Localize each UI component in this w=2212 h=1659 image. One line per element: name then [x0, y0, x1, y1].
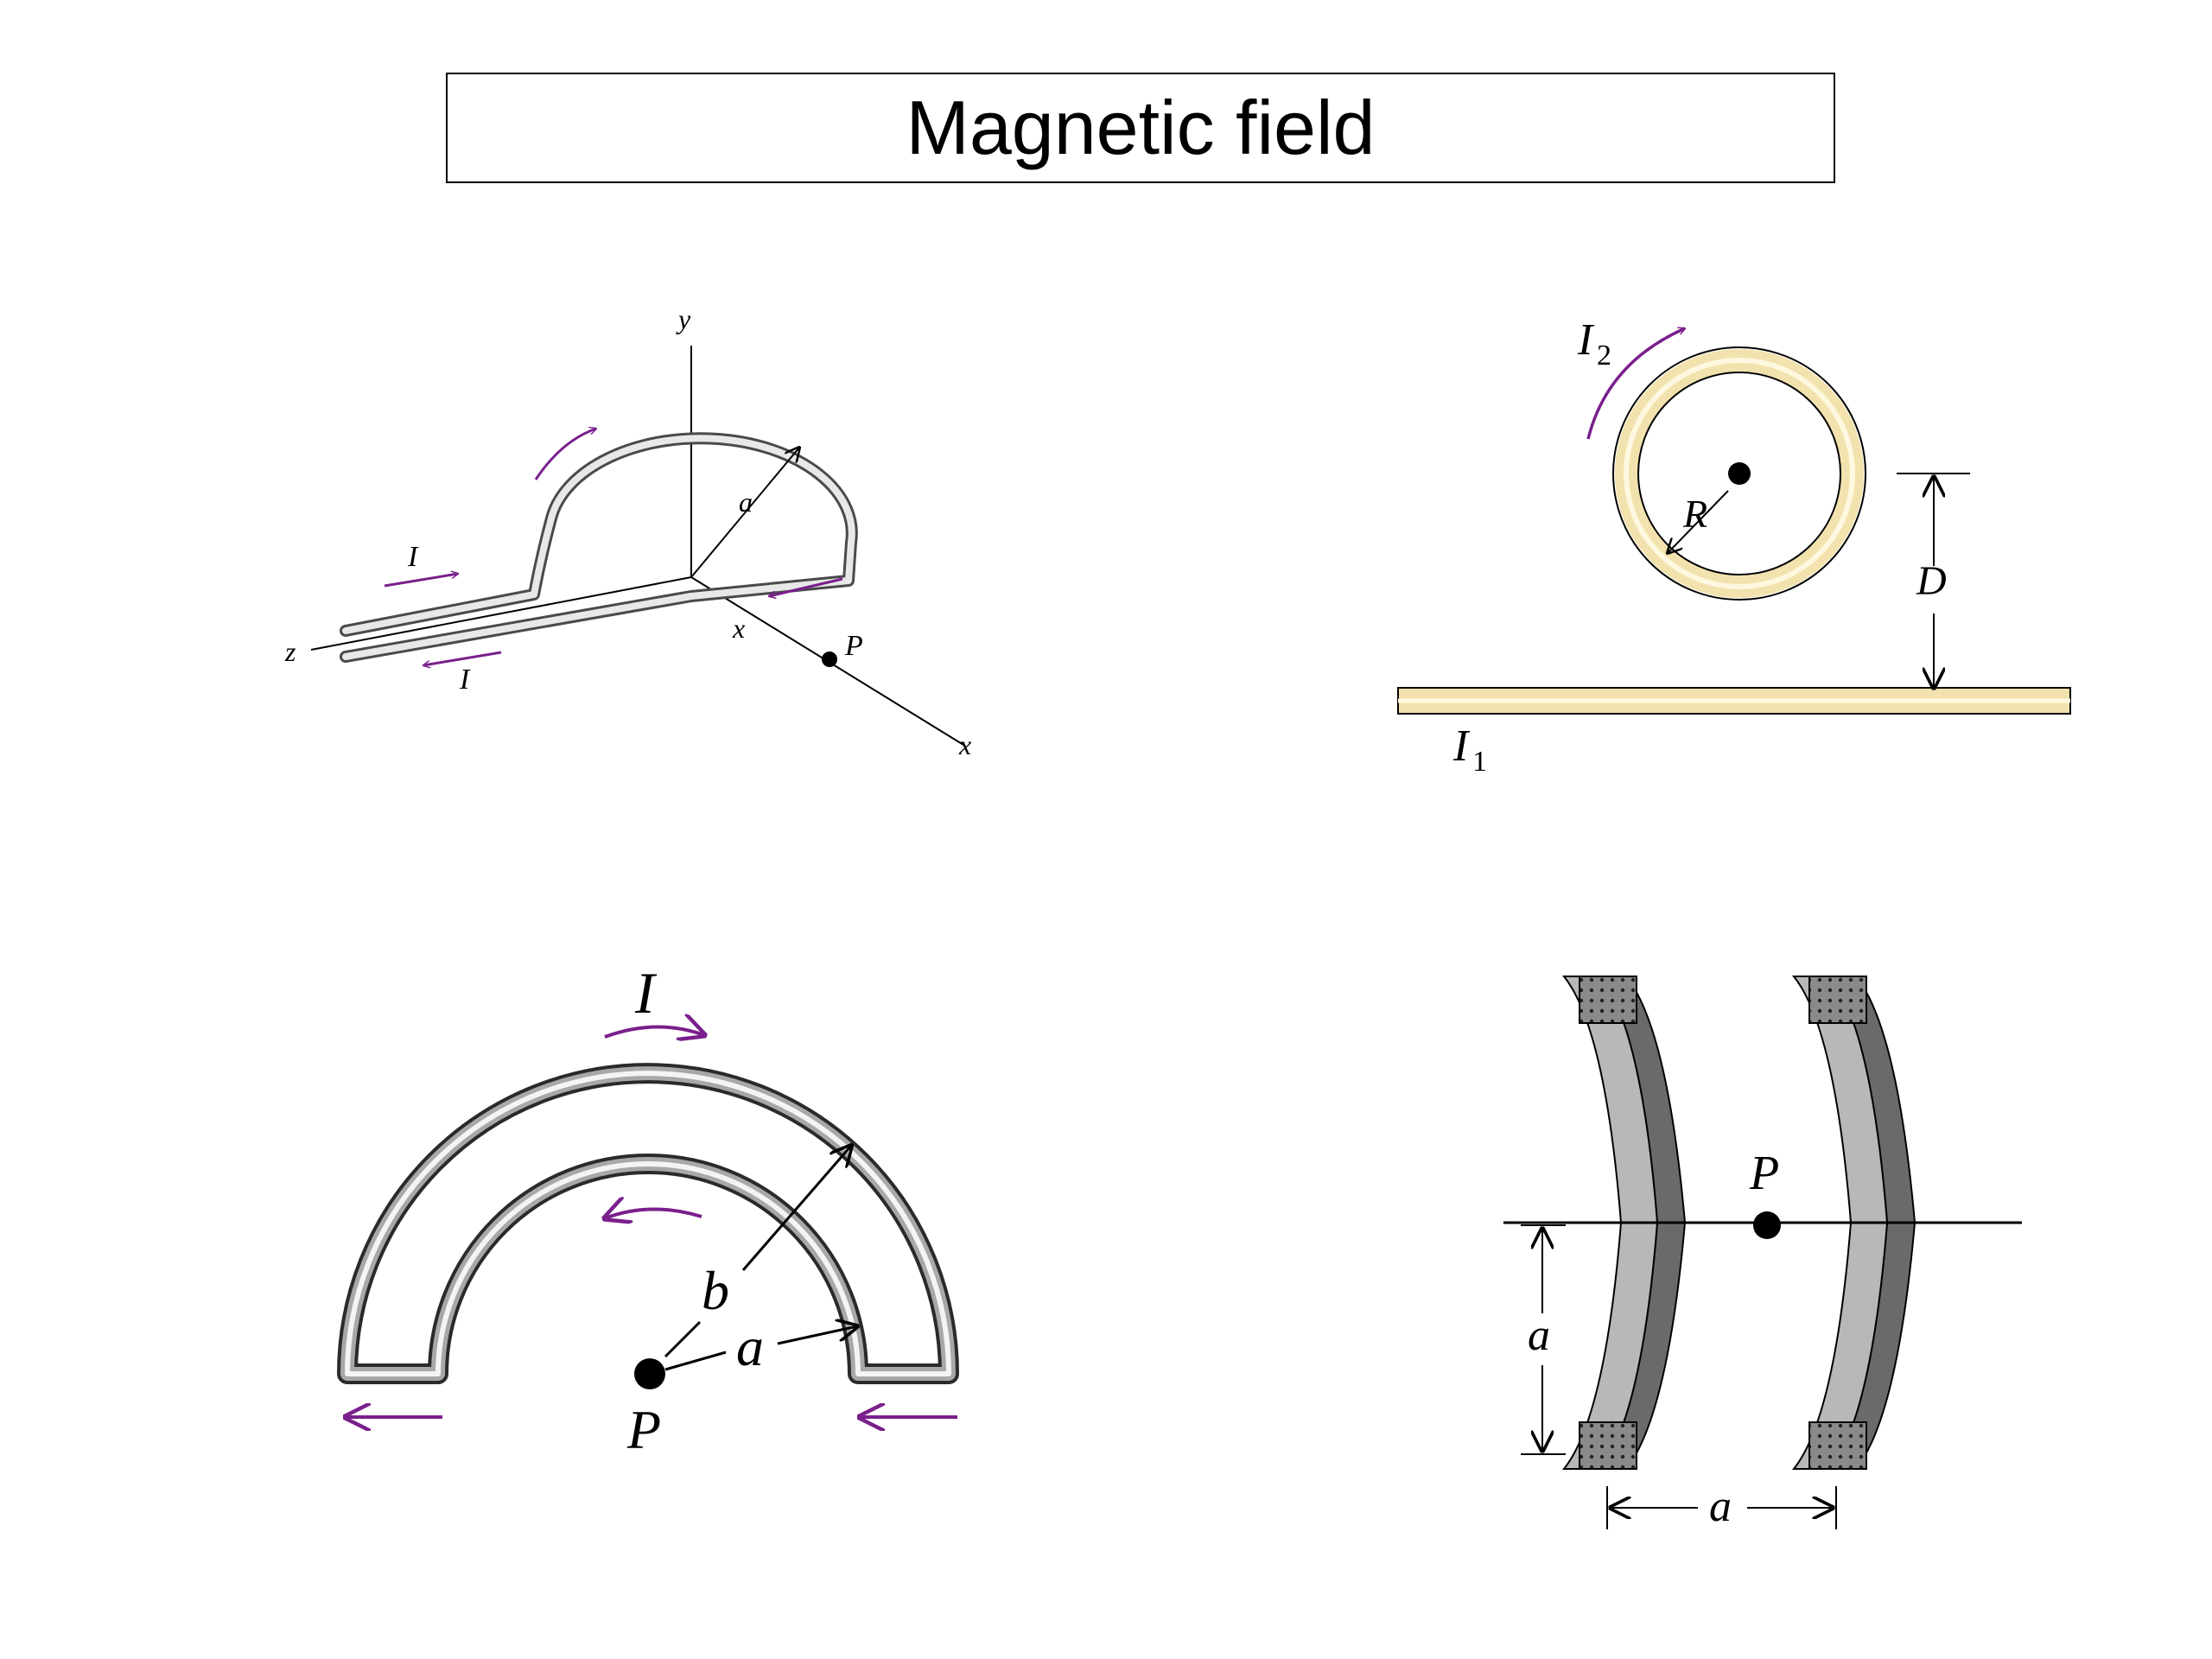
radius-label: a — [739, 486, 753, 518]
x-axis-label-far: x — [958, 729, 971, 760]
z-axis — [310, 576, 692, 651]
hairpin-semicircle-diagram: y z x x a P I I — [284, 303, 971, 760]
double-semicircle-diagram: I b a P — [337, 960, 959, 1460]
inner-current-arrow — [605, 1209, 702, 1218]
point-label: P — [1749, 1147, 1779, 1200]
point-p — [822, 652, 837, 667]
radius-label: a — [1528, 1311, 1550, 1360]
loop-center — [1728, 462, 1751, 485]
point-p — [1753, 1211, 1781, 1239]
point-label: P — [626, 1399, 661, 1460]
point-p — [634, 1358, 665, 1389]
current-arrow-return — [769, 577, 843, 596]
page-title: Magnetic field — [446, 73, 1835, 183]
b-line-lower — [664, 1320, 702, 1358]
distance-label: D — [1916, 558, 1947, 604]
point-label: P — [844, 630, 863, 662]
radius-label: R — [1682, 492, 1707, 536]
wire-current-label: I — [1452, 721, 1471, 771]
separation-label: a — [1709, 1482, 1732, 1531]
current-arrow-arc — [534, 429, 596, 480]
left-coil-top-section — [1579, 976, 1637, 1024]
radius-b-arrow — [741, 1146, 851, 1271]
coil-pair-diagram: P a a — [1503, 976, 2022, 1531]
inner-radius-label: a — [736, 1316, 764, 1377]
wire-current-subscript: 1 — [1472, 746, 1487, 778]
loop-and-wire-diagram: D R I 2 I 1 — [1397, 315, 2071, 778]
current-label-top: I — [407, 541, 419, 573]
current-label: I — [634, 960, 658, 1026]
loop-current-subscript: 2 — [1597, 340, 1611, 372]
right-coil-top-section — [1808, 976, 1867, 1024]
outer-radius-label: b — [702, 1260, 729, 1321]
right-coil-bottom-section — [1808, 1421, 1867, 1470]
left-coil-face — [1561, 976, 1659, 1470]
y-axis-label: y — [676, 303, 691, 334]
radius-a-arrow — [690, 448, 799, 578]
current-arrow-out — [423, 651, 502, 665]
a-line-left — [664, 1351, 727, 1371]
loop-current-arrow — [1586, 327, 1685, 440]
hairpin-wire — [342, 435, 855, 660]
current-label-bottom: I — [459, 664, 471, 696]
loop-outer-edge — [1612, 346, 1866, 601]
right-coil-face — [1791, 976, 1889, 1470]
hairpin-wire-outline — [340, 432, 858, 663]
loop-inner-edge — [1637, 372, 1841, 575]
loop-highlight — [1624, 358, 1855, 589]
loop-current-label: I — [1577, 315, 1595, 365]
semicircle-highlight — [345, 1071, 951, 1376]
semicircle-wire — [340, 1066, 956, 1381]
left-coil-bottom-section — [1579, 1421, 1637, 1470]
radius-a-arrow — [777, 1326, 857, 1345]
x-axis-label-near: x — [732, 613, 745, 644]
radius-r-arrow — [1668, 490, 1729, 553]
current-arrow-in — [384, 574, 458, 588]
outer-current-arrow — [604, 1027, 704, 1037]
z-axis-label: z — [284, 636, 296, 667]
